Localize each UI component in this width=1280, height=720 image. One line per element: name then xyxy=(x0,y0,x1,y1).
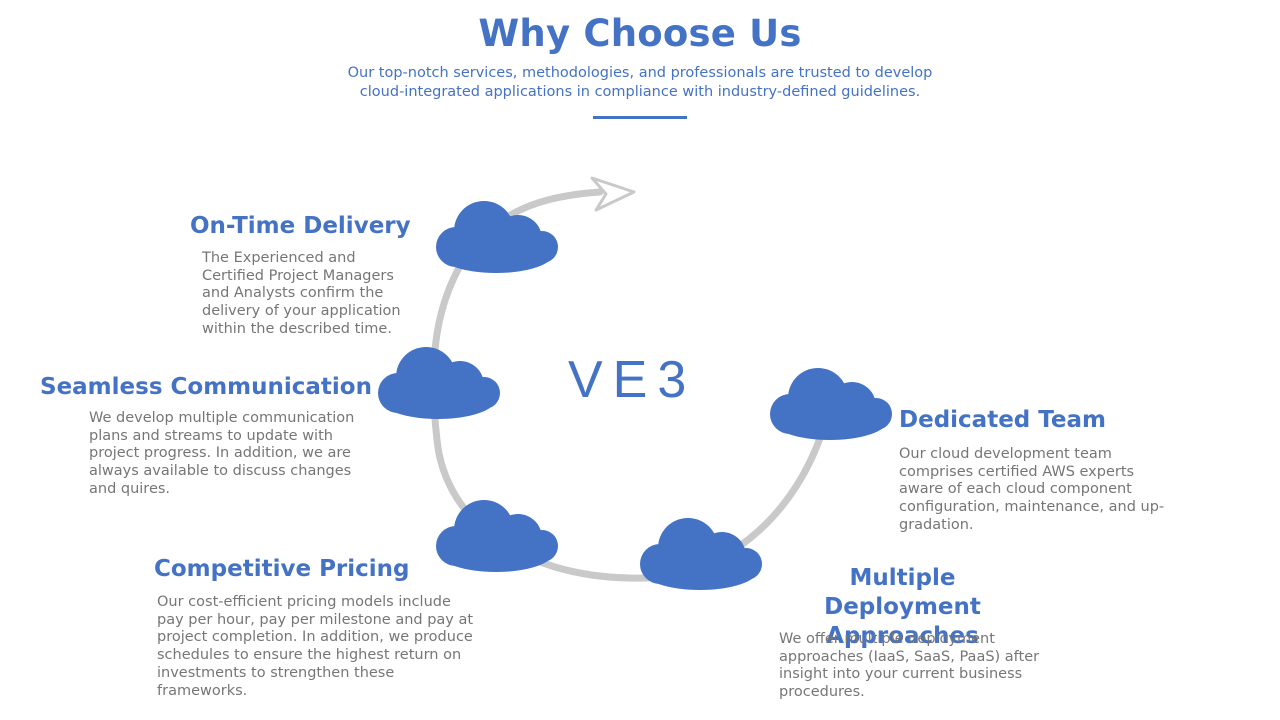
cloud-icon xyxy=(436,500,558,572)
feature-text-seamless-communication: We develop multiple communication plans … xyxy=(89,410,355,497)
feature-text-on-time-delivery: The Experienced and Certified Project Ma… xyxy=(202,250,401,337)
cloud-icon xyxy=(436,201,558,273)
feature-title-seamless-communication: Seamless Communication xyxy=(40,374,372,400)
cloud-icon xyxy=(770,368,892,440)
page-title: Why Choose Us xyxy=(478,12,802,55)
cloud-icon xyxy=(378,347,500,419)
feature-title-dedicated-team: Dedicated Team xyxy=(899,407,1106,433)
feature-title-on-time-delivery: On-Time Delivery xyxy=(190,213,411,239)
cloud-icon xyxy=(640,518,762,590)
arrow-head-icon xyxy=(590,176,636,212)
feature-text-dedicated-team: Our cloud development team comprises cer… xyxy=(899,446,1165,533)
page-subtitle: Our top-notch services, methodologies, a… xyxy=(347,65,933,100)
logo-text: VE3 xyxy=(568,351,696,409)
feature-text-competitive-pricing: Our cost-efficient pricing models includ… xyxy=(157,594,474,699)
feature-title-competitive-pricing: Competitive Pricing xyxy=(154,556,410,582)
feature-text-multiple-deployment-approaches: We offer multiple deployment approaches … xyxy=(779,631,1040,701)
feature-title-multiple-deployment-approaches: Multiple Deployment Approaches xyxy=(824,565,981,649)
title-underline xyxy=(593,116,687,119)
